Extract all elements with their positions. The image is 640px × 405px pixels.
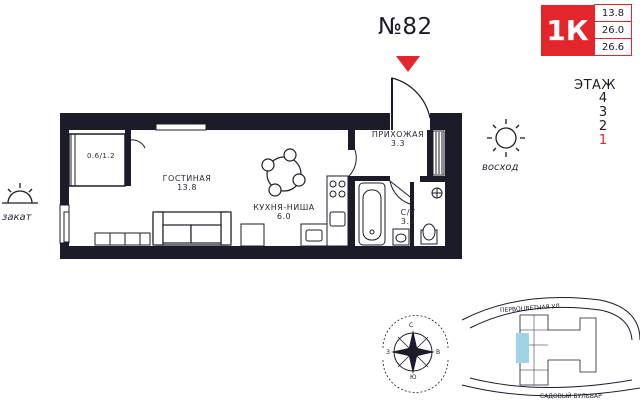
kitchen-units [240, 175, 349, 247]
hall-radiator [432, 130, 445, 176]
area-total-living: 26.0 [594, 22, 632, 39]
living-room-name: ГОСТИНАЯ [162, 174, 212, 183]
hall-area: 3.3 [390, 139, 406, 148]
floor-item[interactable]: 4 [598, 91, 608, 106]
compass-west: З [386, 349, 390, 356]
kitchen-area: 6.0 [276, 212, 292, 221]
sunrise-icon [487, 119, 525, 157]
balcony [68, 133, 146, 187]
bathroom-fixtures [358, 182, 443, 246]
bathroom-label: С/У 3.9 [390, 208, 426, 226]
kitchen-label: КУХНЯ-НИША 6.0 [243, 203, 325, 221]
apartment-number: №82 [378, 14, 433, 40]
compass-north: С [409, 322, 414, 329]
hall-label: ПРИХОЖАЯ 3.3 [362, 130, 434, 148]
site-map [461, 297, 640, 397]
dining-table [261, 148, 306, 197]
floor-item[interactable]: 2 [598, 119, 608, 134]
compass-east: В [436, 349, 441, 356]
interior-doors [348, 149, 415, 206]
bathroom-name: С/У [400, 208, 416, 217]
apartment-type-badge: 1К [541, 5, 594, 56]
sofa [152, 211, 232, 246]
bathroom-area: 3.9 [400, 217, 416, 226]
compass-icon [382, 315, 449, 393]
street-bottom: САДОВЫЙ БУЛЬВАР [540, 393, 602, 400]
floor-label: ЭТАЖ [574, 78, 616, 93]
sunset-icon [2, 183, 38, 204]
windows [59, 123, 207, 244]
floor-item-current[interactable]: 1 [598, 133, 608, 148]
hall-name: ПРИХОЖАЯ [371, 130, 425, 139]
area-total: 26.6 [594, 39, 632, 56]
area-living: 13.8 [594, 4, 632, 22]
floor-list: 4 3 2 1 [596, 92, 610, 148]
area-table: 13.8 26.0 26.6 [594, 4, 632, 56]
sunset-label: закат [2, 212, 32, 223]
tv-bench [94, 232, 151, 246]
floor-item[interactable]: 3 [598, 105, 608, 120]
sunrise-label: восход [482, 162, 519, 173]
living-room-area: 13.8 [177, 183, 197, 192]
site-highlight [516, 333, 529, 363]
kitchen-name: КУХНЯ-НИША [253, 203, 315, 212]
balcony-area: 0.6/1.2 [86, 152, 116, 160]
living-room-label: ГОСТИНАЯ 13.8 [148, 174, 226, 192]
compass-south: Ю [410, 374, 417, 381]
entrance-arrow-icon [396, 56, 420, 72]
